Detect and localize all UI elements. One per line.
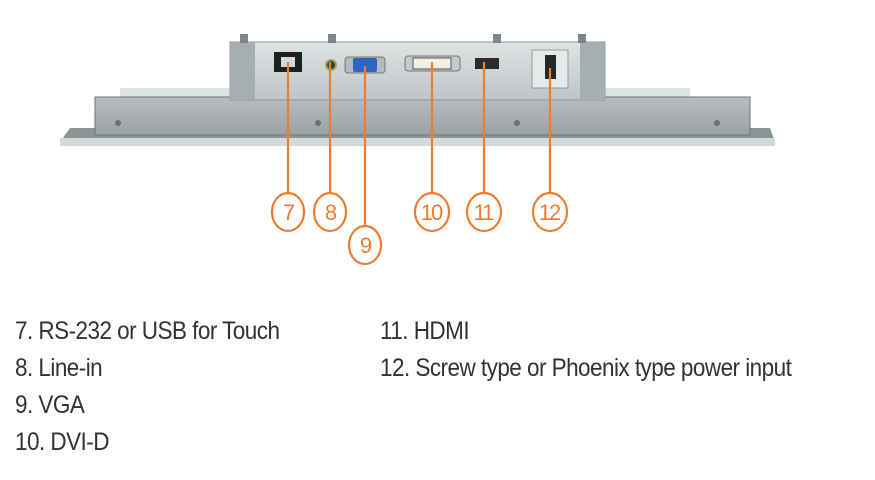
callout-8: 8 bbox=[312, 191, 348, 233]
io-panel bbox=[229, 34, 606, 101]
screw-icon bbox=[714, 120, 720, 126]
legend-item: 7. RS-232 or USB for Touch bbox=[15, 317, 280, 345]
callout-lines bbox=[286, 62, 552, 226]
legend-right: 11. HDMI 12. Screw type or Phoenix type … bbox=[380, 313, 792, 387]
callout-12: 12 bbox=[531, 191, 569, 233]
callout-11: 11 bbox=[465, 191, 503, 233]
legend-item: 12. Screw type or Phoenix type power inp… bbox=[380, 354, 792, 382]
legend-left: 7. RS-232 or USB for Touch 8. Line-in 9.… bbox=[15, 313, 280, 461]
screw-icon bbox=[115, 120, 121, 126]
legend-item: 8. Line-in bbox=[15, 354, 103, 382]
callout-number: 10 bbox=[421, 200, 443, 225]
callout-number: 9 bbox=[360, 233, 372, 258]
screw-icon bbox=[315, 120, 321, 126]
callout-number: 12 bbox=[539, 200, 561, 225]
hdmi-port-icon bbox=[475, 58, 499, 69]
callout-number: 8 bbox=[325, 200, 337, 225]
device-illustration: 7 8 9 10 11 12 bbox=[60, 34, 775, 266]
power-connector-icon bbox=[545, 55, 556, 79]
callout-number: 11 bbox=[474, 200, 495, 225]
legend-item: 10. DVI-D bbox=[15, 428, 109, 456]
callout-number: 7 bbox=[283, 200, 295, 225]
callout-10: 10 bbox=[413, 191, 451, 233]
legend-item: 11. HDMI bbox=[380, 317, 470, 345]
chassis bbox=[94, 96, 751, 136]
legend-item: 9. VGA bbox=[15, 391, 85, 419]
vga-port-icon bbox=[353, 58, 377, 72]
callout-9: 9 bbox=[347, 224, 383, 266]
callout-7: 7 bbox=[270, 191, 306, 233]
screw-icon bbox=[514, 120, 520, 126]
